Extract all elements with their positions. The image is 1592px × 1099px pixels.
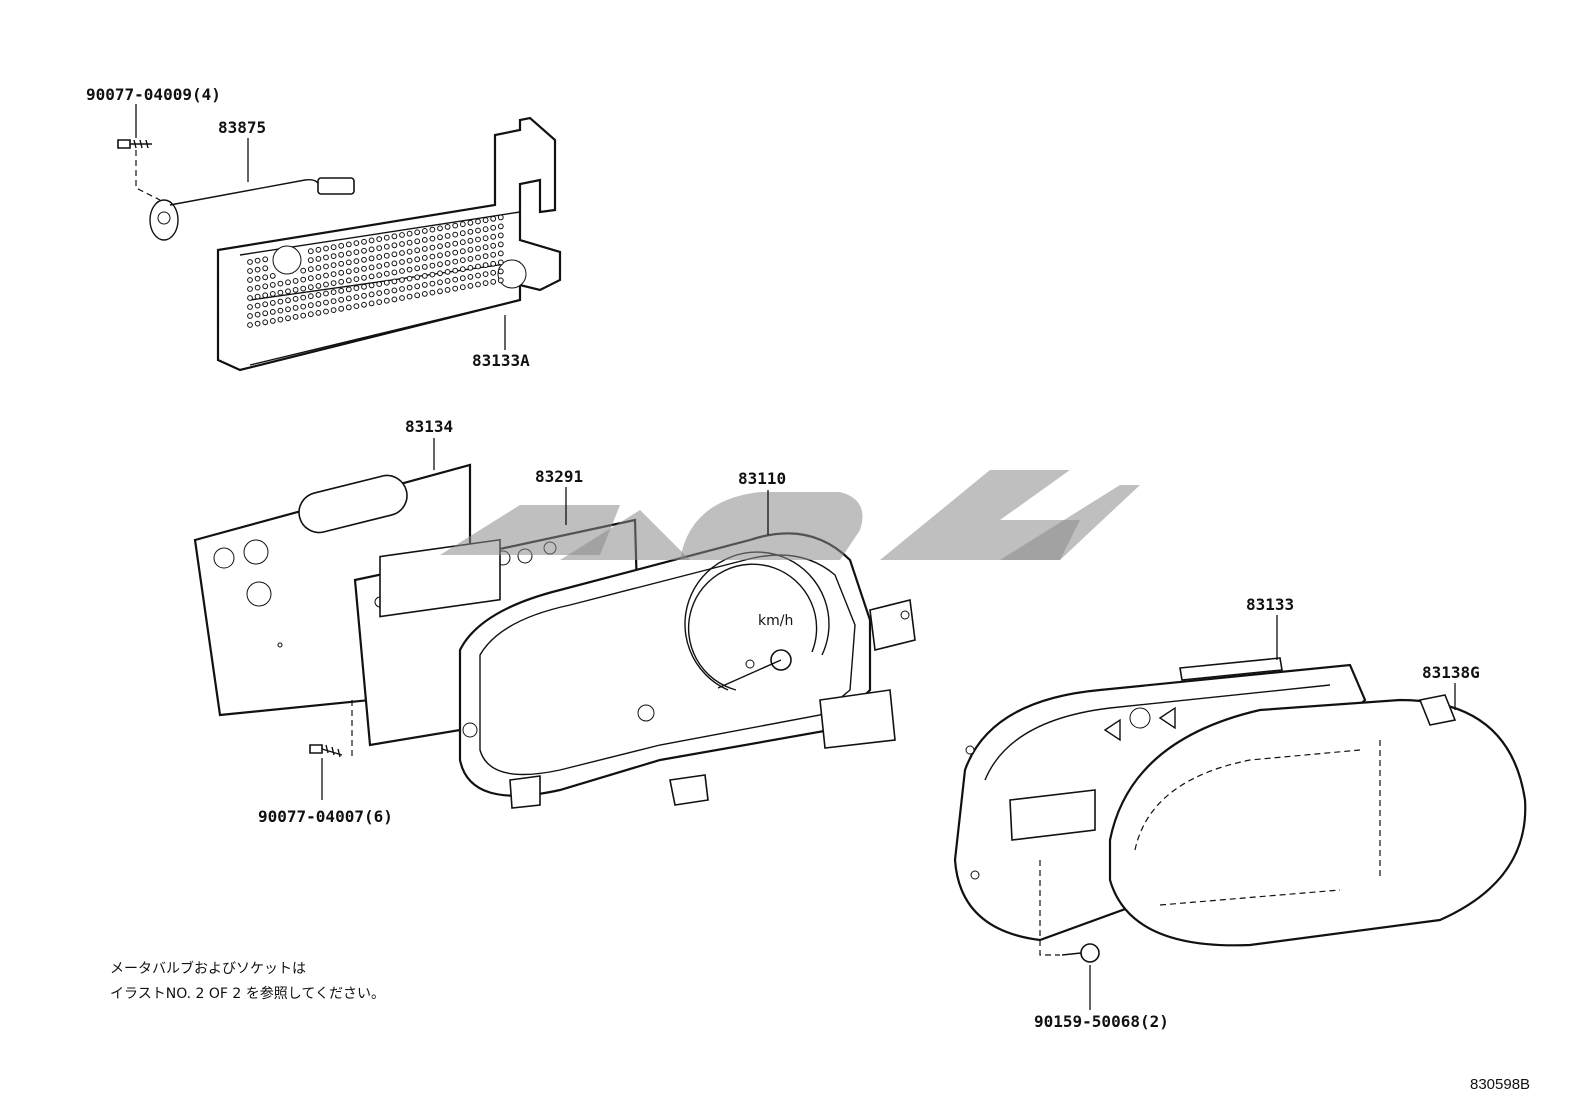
screw-90159-50068 xyxy=(1039,860,1100,963)
label-case-83133: 83133 xyxy=(1246,595,1294,614)
gauge-unit-label: km/h xyxy=(758,613,793,629)
label-screw-90077-04009: 90077-04009(4) xyxy=(86,85,221,104)
watermark-logo xyxy=(440,470,1140,560)
label-screw-90159-50068: 90159-50068(2) xyxy=(1034,1012,1169,1031)
label-screw-90077-04007: 90077-04007(6) xyxy=(258,807,393,826)
wire-83875 xyxy=(149,177,355,241)
label-wire-83875: 83875 xyxy=(218,118,266,137)
label-meter-83110: 83110 xyxy=(738,469,786,488)
label-board-83134: 83134 xyxy=(405,417,453,436)
label-panel-83291: 83291 xyxy=(535,467,583,486)
screw-90077-04009 xyxy=(117,139,219,360)
plate-83133a xyxy=(216,116,562,372)
screw-90077-04007 xyxy=(309,700,353,760)
label-plate-83133a: 83133A xyxy=(472,351,530,370)
meter-83110: km/h xyxy=(458,532,916,809)
note-line-1: メータバルブおよびソケットは xyxy=(110,960,306,977)
drawing-code: 830598B xyxy=(1470,1076,1530,1093)
glass-83138g xyxy=(1108,694,1527,947)
label-glass-83138g: 83138G xyxy=(1422,663,1480,682)
leader-lines xyxy=(135,104,1456,1010)
note-line-2: イラストNO. 2 OF 2 を参照してください。 xyxy=(110,985,385,1002)
